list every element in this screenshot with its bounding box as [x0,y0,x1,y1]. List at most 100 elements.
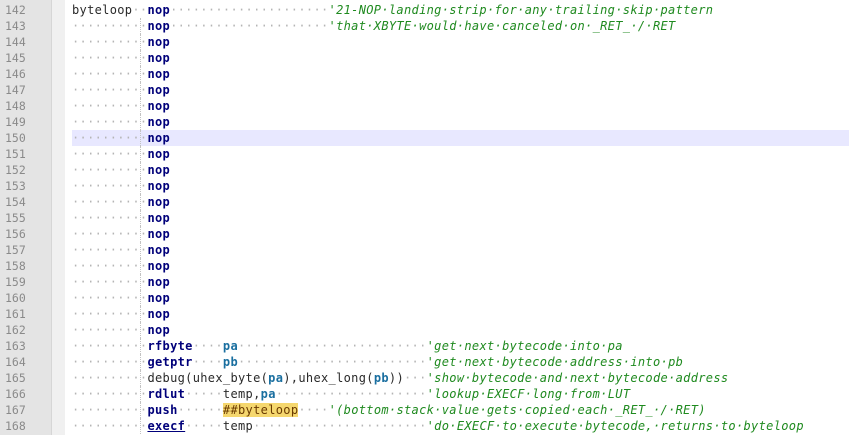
code-line[interactable]: 146··········nop [0,66,849,82]
code-text: ··········nop [72,146,170,162]
whitespace-marker: ·· [132,3,148,17]
register-token: pb [222,355,239,369]
whitespace-marker: ····· [185,387,223,401]
code-line[interactable]: 160··········nop [0,290,849,306]
code-line[interactable]: 153··········nop [0,178,849,194]
indent-guide [140,290,142,306]
line-number: 168 [5,419,26,433]
code-line[interactable]: 161 ··········nop [0,306,849,322]
instruction-token: nop [147,147,171,161]
code-line[interactable]: 152··········nop [0,162,849,178]
whitespace-marker: ·········· [72,419,148,433]
instruction-token: execf [147,419,186,433]
indent-guide [140,178,142,194]
code-line[interactable]: 162··········nop [0,322,849,338]
code-line[interactable]: 154··········nop [0,194,849,210]
fold-margin [51,0,65,435]
whitespace-marker: ·········· [72,339,148,353]
whitespace-marker: ························· [238,339,427,353]
code-line[interactable]: 147 ··········nop [0,82,849,98]
indent-guide [140,370,142,386]
whitespace-marker: ·········· [72,355,148,369]
whitespace-marker: ······················· [253,419,427,433]
code-text: byteloop··nop·····················'21-NO… [72,2,713,18]
code-text: ··········nop [72,178,170,194]
whitespace-marker: ·········· [72,67,148,81]
code-text: ··········nop [72,274,170,290]
code-text: ··········nop [72,226,170,242]
code-line[interactable]: 149 ··········nop [0,114,849,130]
code-line[interactable]: 159 ··········nop [0,274,849,290]
code-text: ··········nop [72,306,170,322]
code-line[interactable]: 167··········push······##byteloop····'(b… [0,402,849,418]
line-number: 159 [5,275,26,289]
line-number: 152 [5,163,26,177]
comment-token: '21-NOP·landing·strip·for·any·trailing·s… [328,3,714,17]
code-line[interactable]: 145··········nop [0,50,849,66]
whitespace-marker: ·········· [72,259,148,273]
instruction-token: getptr [147,355,193,369]
code-line[interactable]: 157 ··········nop [0,242,849,258]
whitespace-marker: ·········· [72,195,148,209]
whitespace-marker: ·········· [72,115,148,129]
code-line[interactable]: 151··········nop [0,146,849,162]
instruction-token: nop [147,19,171,33]
code-token: )) [388,371,404,385]
whitespace-marker: ·········· [72,387,148,401]
line-number: 162 [5,323,26,337]
whitespace-marker: ···· [192,355,223,369]
whitespace-marker: ···················· [275,387,427,401]
code-line[interactable]: 143··········nop·····················'th… [0,18,849,34]
indent-guide [140,210,142,226]
code-line[interactable]: 165··········debug(uhex_byte(pa),uhex_lo… [0,370,849,386]
code-line[interactable]: 150··········nop [0,130,849,146]
line-number: 158 [5,259,26,273]
whitespace-marker: ····· [185,419,223,433]
instruction-token: nop [147,83,171,97]
code-line[interactable]: 168 ··········execf·····temp·············… [0,418,849,434]
code-line[interactable]: 144··········nop [0,34,849,50]
whitespace-marker: ···· [192,339,223,353]
indent-guide [140,354,142,370]
instruction-token: push [147,403,178,417]
register-token: pa [222,339,239,353]
instruction-token: nop [147,163,171,177]
line-number: 145 [5,51,26,65]
whitespace-marker: ·········· [72,147,148,161]
indent-guide [140,242,142,258]
comment-token: 'get·next·bytecode·address·into·pb [426,355,684,369]
code-line[interactable]: 166··········rdlut·····temp,pa··········… [0,386,849,402]
whitespace-marker: ·········· [72,227,148,241]
code-line[interactable]: 164··········getptr····pb···············… [0,354,849,370]
instruction-token: nop [147,115,171,129]
line-number: 157 [5,243,26,257]
code-line[interactable]: 158··········nop [0,258,849,274]
code-text: ··········nop [72,290,170,306]
instruction-token: nop [147,99,171,113]
line-number: 155 [5,211,26,225]
indent-guide [140,322,142,338]
line-number: 149 [5,115,26,129]
whitespace-marker: ·········· [72,291,148,305]
indent-guide [140,162,142,178]
indent-guide [140,386,142,402]
instruction-token: nop [147,243,171,257]
indent-guide [140,226,142,242]
instruction-token: rfbyte [147,339,193,353]
code-text: ··········nop [72,98,170,114]
whitespace-marker: ·········· [72,211,148,225]
code-line[interactable]: 155··········nop [0,210,849,226]
code-token: temp [222,419,254,433]
instruction-token: nop [147,179,171,193]
code-line[interactable]: 163··········rfbyte····pa···············… [0,338,849,354]
code-line[interactable]: 156··········nop [0,226,849,242]
whitespace-marker: ·········· [72,275,148,289]
code-text: ··········rfbyte····pa··················… [72,338,623,354]
whitespace-marker: ·········· [72,243,148,257]
line-number: 147 [5,83,26,97]
whitespace-marker: ·········· [72,83,148,97]
line-number: 161 [5,307,26,321]
code-line[interactable]: 148··········nop [0,98,849,114]
